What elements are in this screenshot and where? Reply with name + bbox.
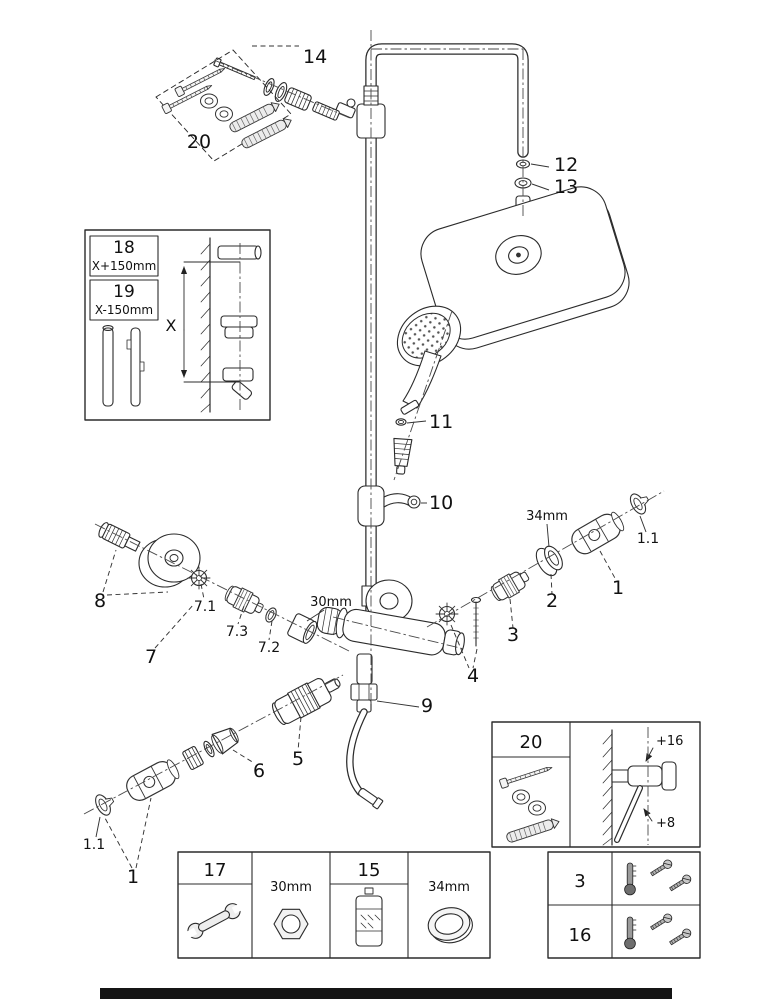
hand-shower [396,305,462,415]
rain-shower-head [420,186,630,350]
thermostat-cartridge-5 [271,678,341,725]
inset-dim-19: X-150mm [95,303,153,317]
stop-ring-part-6 [211,727,239,755]
callout-4: 4 [467,665,479,687]
shower-hose [346,708,384,810]
callout-11: 11 [429,411,453,433]
callout-6: 6 [253,760,265,782]
dimension-x [180,261,241,383]
callout-8: 8 [94,590,106,612]
bottom-cartridge-chain [91,678,341,819]
callout-7-2: 7.2 [258,640,280,656]
panel-offset-bottom: +8 [656,816,675,831]
callout-1-left: 1 [127,866,139,888]
wrench-icon [184,902,245,939]
washer-icon [214,106,234,122]
solid-leaders [95,163,647,838]
callout-13: 13 [554,176,578,198]
panel-offset-top: +16 [656,734,683,749]
panel-item-20: 20 [520,732,543,753]
cartridge-icon [355,887,383,947]
dashed-leaders [102,45,617,869]
washer-icon [199,93,219,109]
callout-3: 3 [507,624,519,646]
table-item-15: 15 [358,860,381,881]
callout-2: 2 [546,590,558,612]
inset-cell-19 [89,279,159,321]
inset-dim-18: X+150mm [92,259,157,273]
callout-9: 9 [421,695,433,717]
callout-12: 12 [554,154,578,176]
size-30mm-chain: 30mm [310,595,352,610]
callout-10: 10 [429,492,453,514]
callout-1-1-right: 1.1 [637,531,659,547]
nut-30mm-icon [273,908,309,940]
centerlines [83,30,665,845]
table-size-34mm: 34mm [428,880,470,895]
wall-section [200,237,211,413]
table-item-17: 17 [204,860,227,881]
inset-item-18: 18 [113,238,135,258]
ring-34mm-icon [427,907,473,944]
callout-7: 7 [145,646,157,668]
footer-bar [100,988,672,999]
star-washer-icon [187,566,211,590]
hand-shower-non-return-valve [393,418,413,475]
hose-nut-9 [350,683,378,713]
star-washer-icon [435,602,459,626]
knurled-ring-part [182,746,204,770]
service-table [547,851,701,959]
tools-table [177,851,491,959]
inset-bracket-lower [224,326,254,339]
washer-part [203,740,215,758]
washer-icon [527,800,547,816]
screw-part-4 [470,596,482,647]
inset-length-variants [84,229,271,421]
callout-20-top: 20 [187,131,211,153]
service-row-16: 16 [569,925,592,946]
size-34mm-chain: 34mm [526,509,568,524]
callout-1-right: 1 [612,577,624,599]
inset-union [217,245,259,260]
callout-7-3: 7.3 [226,624,248,640]
table-size-30mm: 30mm [270,880,312,895]
inset-cell-18 [89,235,159,277]
inset-item-19: 19 [113,282,135,302]
wall-union-part [98,522,141,552]
inset-outlet [222,367,254,382]
mount-panel-20 [491,721,701,848]
glide-bar-studded [130,327,141,407]
washer-icon [511,789,531,805]
callout-14: 14 [303,46,327,68]
callout-5: 5 [292,748,304,770]
inset-bracket-upper [220,315,258,328]
riser-pipe [365,43,529,620]
callout-7-1: 7.1 [194,599,216,615]
callout-1-1-left: 1.1 [83,837,105,853]
service-row-3: 3 [574,871,585,892]
mount-detail-drawing [602,729,677,846]
labels: 14 20 12 13 11 10 8 7 7.1 7.3 7.2 30mm 9… [83,46,684,946]
inset-axis-x: X [166,316,177,335]
glide-bar-plain [102,327,114,407]
